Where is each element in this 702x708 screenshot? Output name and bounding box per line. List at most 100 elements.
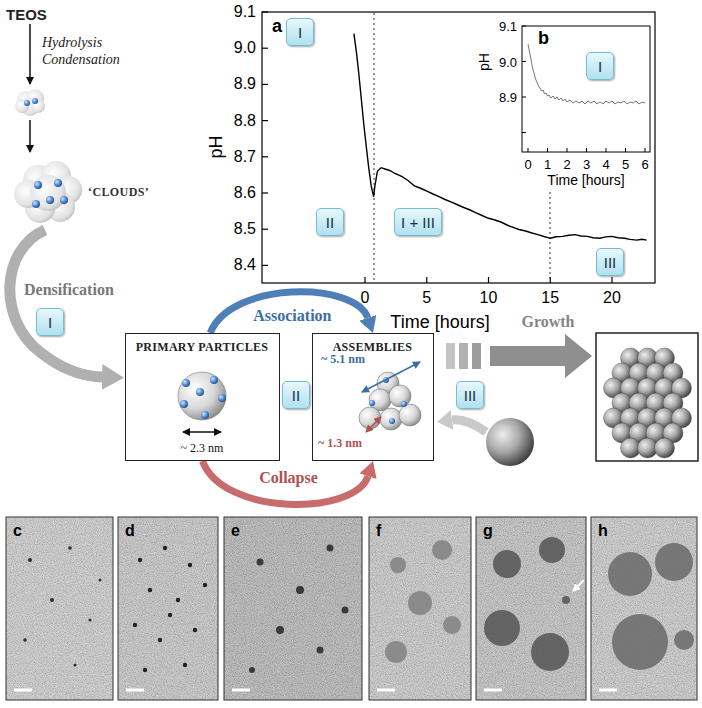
dimension-arrow [362, 362, 420, 392]
dimension-arrow [183, 431, 221, 432]
axis-tick: 0 [524, 157, 531, 172]
tem-image [23, 638, 27, 642]
tem-image [224, 517, 362, 700]
axis-tick: 9.0 [234, 39, 256, 57]
tem-image [369, 517, 471, 700]
large-cloud [46, 196, 54, 204]
axis-title: Time [hours] [390, 312, 489, 333]
tem-image [531, 633, 569, 671]
tem-image [133, 623, 137, 627]
tem-image [249, 545, 349, 674]
tem-panels [6, 517, 697, 700]
panel-letter: h [598, 522, 608, 540]
densification-arrow [10, 230, 102, 377]
tem-image [183, 663, 187, 667]
growth-drawing [446, 343, 455, 369]
tick-mark [262, 156, 268, 157]
tem-image [377, 689, 395, 692]
tem-image [484, 537, 570, 671]
reagent-label: TEOS [6, 6, 47, 23]
panel-letter: e [231, 522, 240, 540]
tem-image [369, 517, 471, 700]
stage-badge: I + III [394, 208, 442, 236]
tem-image [143, 668, 147, 672]
tem-image [591, 517, 697, 700]
assembly-drawing [401, 401, 407, 407]
particle-drawing [182, 379, 190, 387]
large-cloud [14, 161, 82, 223]
particle-drawing [180, 400, 188, 408]
tem-image [608, 552, 652, 596]
tick-mark [586, 148, 587, 152]
tick-mark [262, 120, 268, 121]
badge-text: I [48, 314, 52, 331]
axis-tick: 3 [583, 157, 590, 172]
tem-image [573, 580, 584, 591]
tick-mark [522, 61, 526, 62]
axis-tick: 8.7 [234, 148, 256, 166]
tem-image [342, 607, 349, 614]
stage-badge: III [456, 381, 484, 409]
badge-text: III [604, 254, 617, 271]
tick-mark [522, 97, 526, 98]
growth-drawing [472, 343, 481, 369]
tem-image [476, 517, 586, 700]
large-cloud [60, 196, 68, 204]
axis-tick: 8.8 [234, 112, 256, 130]
axis-tick: 0 [361, 289, 370, 307]
tick-mark [426, 277, 427, 283]
grown-particle [655, 438, 675, 458]
precursor-scheme [29, 24, 31, 84]
stage-badge: I [586, 52, 614, 80]
inset-chart [522, 26, 650, 152]
phase-divider [550, 192, 551, 282]
tem-image [408, 591, 432, 615]
assembly-drawing [389, 385, 411, 407]
tem-image [257, 559, 264, 566]
badge-text: II [292, 387, 300, 404]
axis-tick: 15 [541, 289, 559, 307]
tem-image [591, 517, 697, 700]
axis-tick: 9.0 [499, 54, 517, 69]
tem-image [443, 616, 461, 634]
panel-letter: f [376, 522, 381, 540]
tem-image [158, 638, 162, 642]
large-cloud [54, 179, 62, 187]
tick-mark [262, 48, 268, 49]
growth-arrow [490, 334, 592, 378]
tem-image [224, 517, 362, 700]
tem-image [493, 550, 521, 578]
particle-drawing [178, 372, 226, 432]
particle-drawing [201, 411, 209, 419]
tem-image [674, 630, 694, 650]
panel-letter: g [483, 522, 493, 540]
tick-mark [262, 84, 268, 85]
precursor-scheme [10, 24, 102, 377]
particle-drawing [210, 376, 218, 384]
tick-mark [611, 277, 612, 283]
tick-mark [522, 132, 526, 133]
axis-tick: 20 [603, 289, 621, 307]
tem-image [608, 543, 694, 670]
small-cloud [15, 89, 45, 116]
tick-mark [522, 26, 645, 152]
tick-mark [262, 265, 268, 266]
dimension-label: ~ 2.3 nm [181, 442, 224, 456]
axis-title: pH [206, 135, 227, 158]
tem-image [126, 689, 144, 692]
particle-drawing [178, 372, 226, 420]
tem-image [539, 537, 565, 563]
tick-mark [625, 148, 626, 152]
tem-image [68, 546, 72, 550]
tem-image [484, 610, 520, 646]
axis-tick: 10 [480, 289, 498, 307]
tem-image [138, 558, 142, 562]
axis-tick: 9.1 [499, 19, 517, 34]
tem-image [163, 546, 167, 550]
axis-tick: 6 [641, 157, 648, 172]
grown-particle-box [596, 333, 698, 461]
large-cloud [30, 175, 66, 211]
tem-image [176, 598, 180, 602]
monomer-sphere [486, 418, 534, 466]
tem-image [655, 543, 693, 581]
